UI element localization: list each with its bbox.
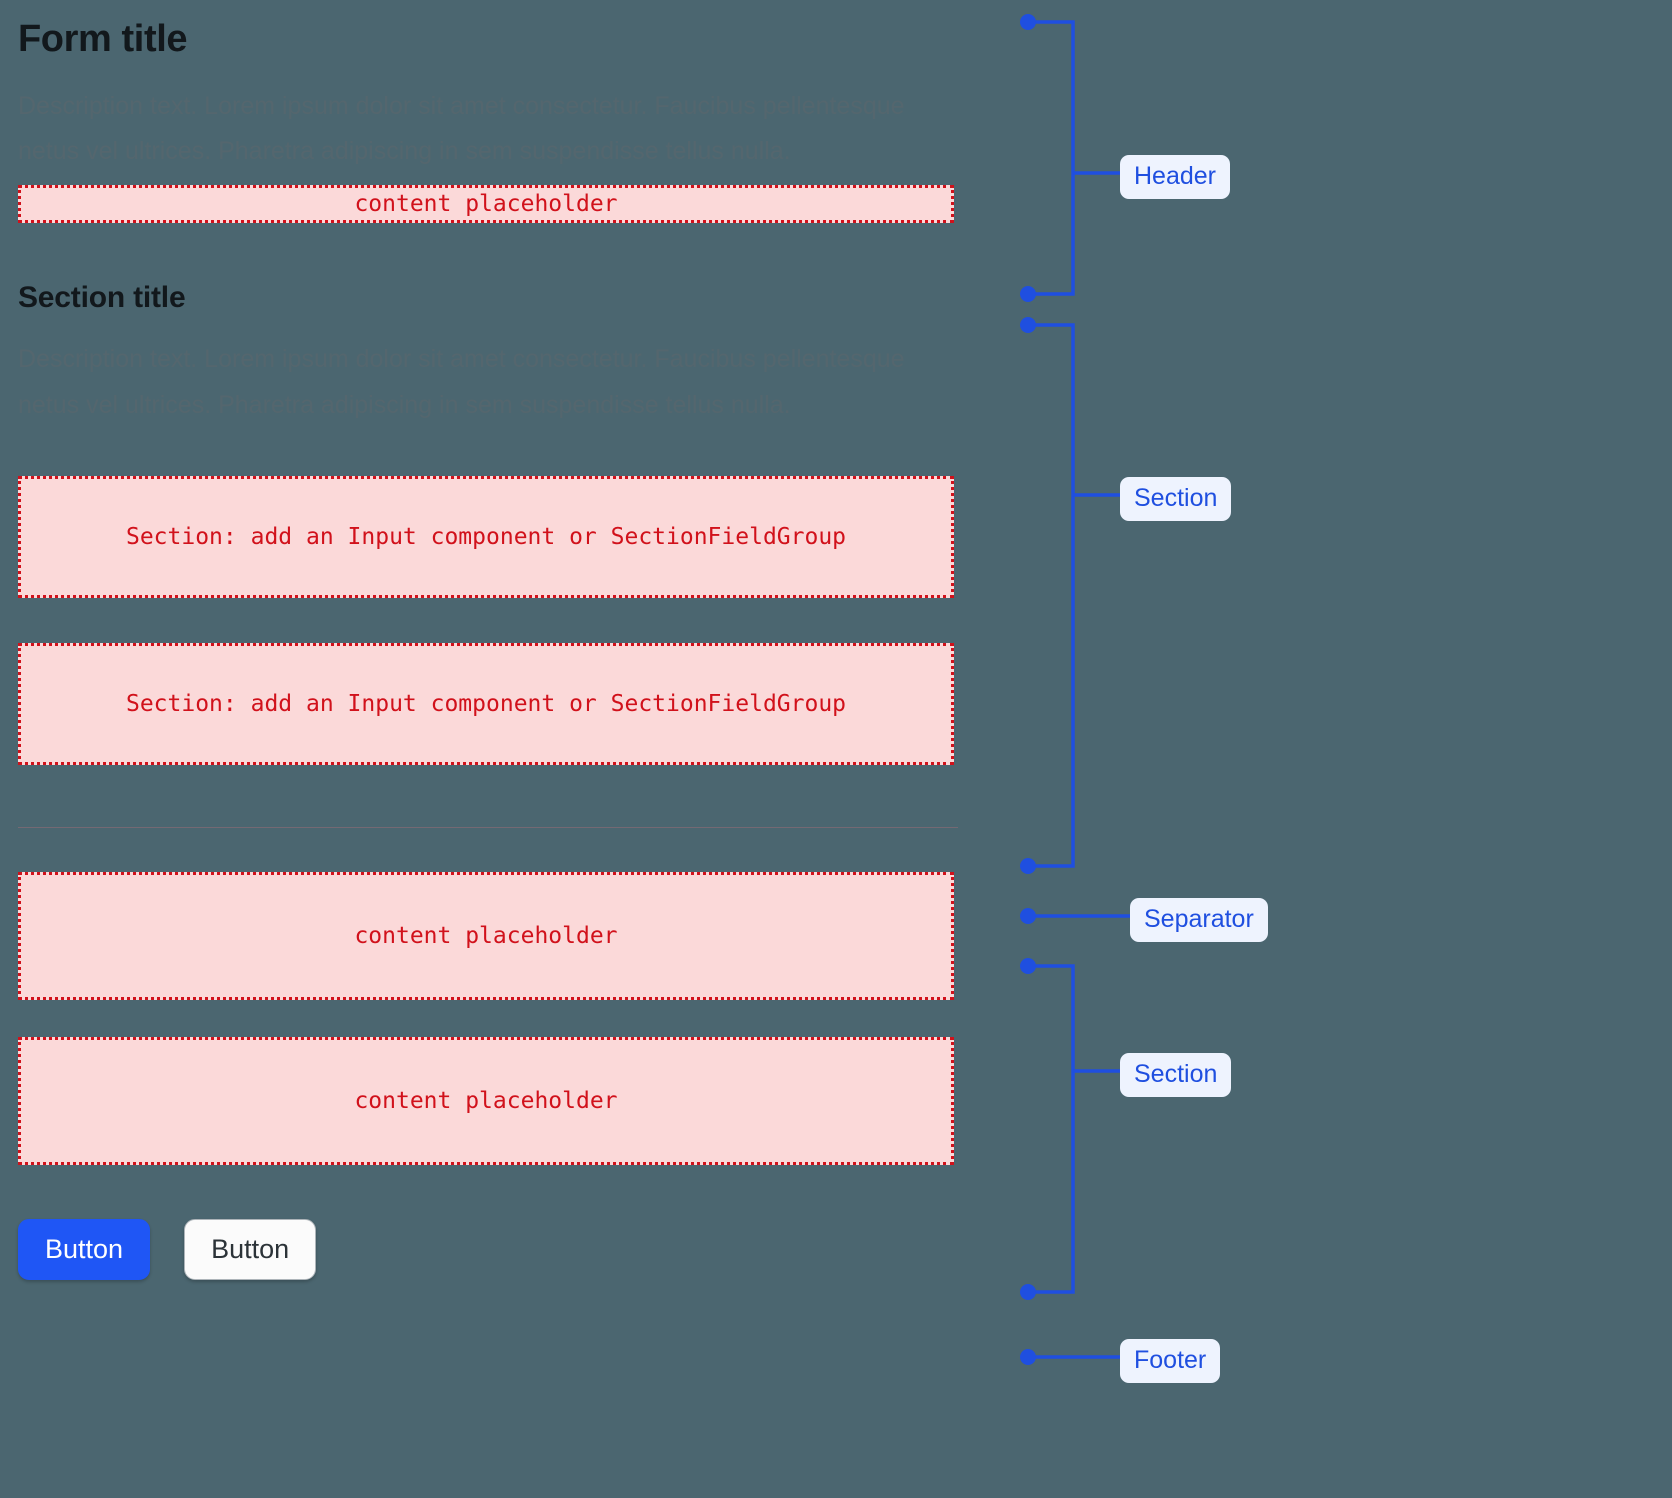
form-header-description: Description text. Lorem ipsum dolor sit … xyxy=(18,91,905,166)
form-footer: Button Button xyxy=(18,1219,950,1280)
anchor-dot-section-one-top xyxy=(1020,317,1036,333)
primary-button[interactable]: Button xyxy=(18,1219,151,1280)
anchor-dot-header-bottom xyxy=(1020,286,1036,302)
form-separator xyxy=(18,827,958,829)
form-preview: Form title Description text. Lorem ipsum… xyxy=(18,18,958,1280)
annotation-label-separator[interactable]: Separator xyxy=(1130,898,1268,942)
anchor-dot-header-top xyxy=(1020,14,1036,30)
form-section-two: content placeholder content placeholder xyxy=(18,872,954,1166)
annotation-label-section-one[interactable]: Section xyxy=(1120,477,1232,521)
annotation-label-footer[interactable]: Footer xyxy=(1120,1339,1221,1383)
section-one-description: Description text. Lorem ipsum dolor sit … xyxy=(18,345,905,419)
anchor-dot-section-one-bottom xyxy=(1020,858,1036,874)
section-one-title: Section title xyxy=(18,280,186,314)
section-two-bracket xyxy=(1028,964,1075,1294)
header-content-placeholder[interactable]: content placeholder xyxy=(18,184,954,223)
anchor-dot-separator xyxy=(1020,908,1036,924)
annotation-label-section-two[interactable]: Section xyxy=(1120,1053,1232,1097)
section-two-slot-two[interactable]: content placeholder xyxy=(18,1037,954,1166)
anchor-dot-footer xyxy=(1020,1349,1036,1365)
section-one-slot-one[interactable]: Section: add an Input component or Secti… xyxy=(18,476,954,599)
annotation-label-header[interactable]: Header xyxy=(1120,155,1230,199)
secondary-button[interactable]: Button xyxy=(184,1219,317,1280)
anchor-dot-section-two-bottom xyxy=(1020,1284,1036,1300)
section-one-slot-two[interactable]: Section: add an Input component or Secti… xyxy=(18,643,954,766)
header-bracket xyxy=(1028,20,1075,296)
form-section-one: Section title Description text. Lorem ip… xyxy=(18,280,954,766)
section-two-slot-one[interactable]: content placeholder xyxy=(18,872,954,1001)
form-title: Form title xyxy=(18,18,188,60)
section-one-bracket xyxy=(1028,323,1075,868)
form-header: Form title Description text. Lorem ipsum… xyxy=(18,18,954,223)
annotation-anchor-dots xyxy=(1020,14,1036,1365)
anchor-dot-section-two-top xyxy=(1020,958,1036,974)
